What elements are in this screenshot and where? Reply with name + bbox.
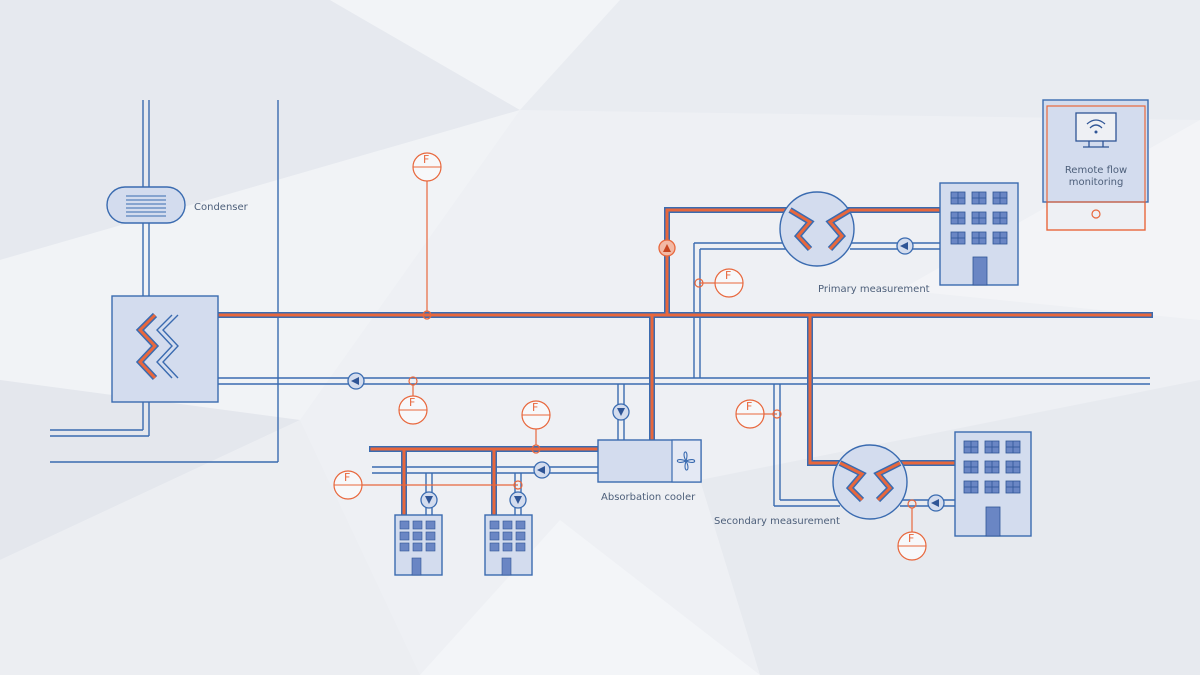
pump-arrow-up-icon	[658, 239, 676, 257]
building-secondary	[954, 431, 1032, 537]
remote-label-line1: Remote flow	[1065, 165, 1127, 176]
supply-pipes	[152, 207, 1153, 518]
home-button-icon	[1091, 209, 1101, 219]
pump-arrow-icon	[420, 491, 438, 509]
pump-arrow-icon	[347, 372, 365, 390]
primary-label: Primary measurement	[818, 284, 930, 295]
main-heat-exchanger	[111, 295, 219, 403]
remote-label-line2: monitoring	[1069, 177, 1124, 188]
flow-meter-icon: F	[412, 152, 442, 320]
building-primary	[939, 182, 1019, 286]
building-small-1	[394, 514, 443, 576]
secondary-heat-exchanger-icon: Secondary measurement	[714, 444, 908, 527]
pump-arrow-icon	[533, 461, 551, 479]
absorption-cooler: Absorbation cooler	[597, 439, 702, 503]
condenser-label: Condenser	[194, 202, 249, 213]
flow-meter-icon: F	[398, 376, 428, 425]
svg-text:F: F	[532, 401, 538, 414]
absorption-label: Absorbation cooler	[601, 492, 696, 503]
pump-arrow-icon	[509, 491, 527, 509]
building-small-2	[484, 514, 533, 576]
fan-icon	[676, 451, 696, 471]
flow-meter-icon: F	[735, 399, 782, 429]
svg-text:F: F	[409, 396, 415, 409]
primary-heat-exchanger-icon: Primary measurement	[779, 191, 930, 295]
wifi-monitor-icon	[1075, 112, 1117, 148]
pump-arrow-icon	[896, 237, 914, 255]
flow-meter-icon: F	[897, 499, 927, 561]
secondary-label: Secondary measurement	[714, 516, 840, 527]
svg-text:F: F	[725, 269, 731, 282]
svg-text:F: F	[423, 153, 429, 166]
flow-meter-icon: F	[694, 268, 744, 298]
flow-meter-icon: F	[521, 400, 551, 454]
condenser: Condenser	[106, 186, 249, 224]
flow-meter-icon: F	[333, 470, 523, 500]
flow-meters: F F F F	[333, 152, 927, 561]
pump-arrow-icon	[927, 494, 945, 512]
svg-text:F: F	[746, 400, 752, 413]
remote-flow-monitor[interactable]: Remote flow monitoring	[1042, 99, 1149, 231]
svg-text:F: F	[344, 471, 350, 484]
svg-text:F: F	[908, 532, 914, 545]
pumps	[347, 237, 945, 512]
pump-arrow-icon	[612, 403, 630, 421]
